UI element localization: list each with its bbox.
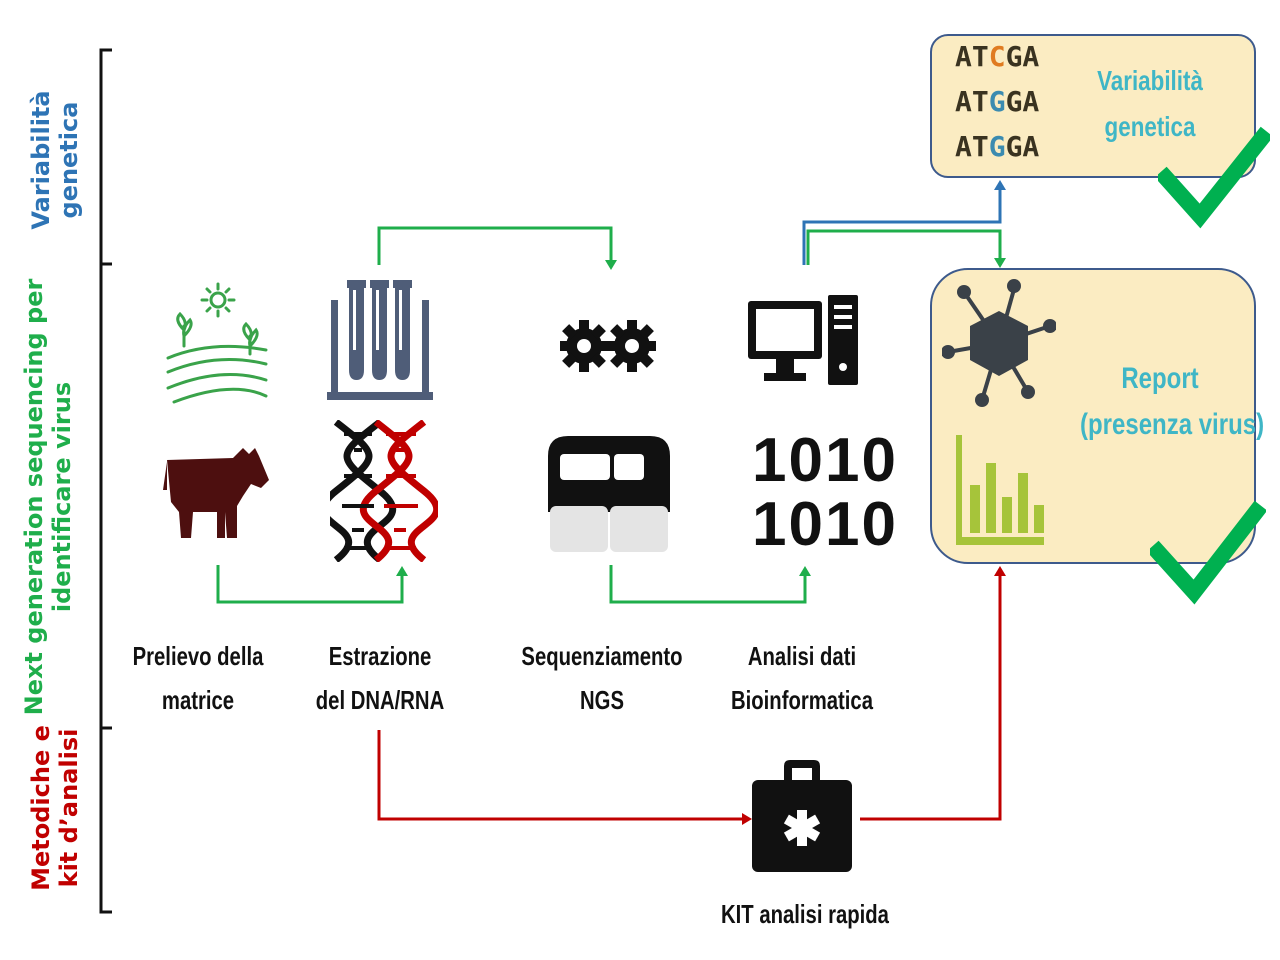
bar-chart-icon <box>956 435 1044 545</box>
arrow-analysis-to-report <box>806 229 1002 265</box>
arrow-extraction-to-sequencing <box>377 226 613 265</box>
arrowhead <box>396 566 408 576</box>
binary-line-1: 1010 <box>752 426 898 495</box>
arrow-analysis-to-variability <box>802 186 1002 265</box>
test-tubes-icon <box>327 280 433 400</box>
field-sun-icon <box>166 282 268 404</box>
first-aid-kit-icon <box>752 760 852 872</box>
gears-icon <box>560 320 656 372</box>
kit-label: KIT analisi rapida <box>721 899 889 929</box>
virus-icon <box>942 279 1056 407</box>
report-label: Report(presenza virus) <box>1080 362 1265 441</box>
checkmark-icon <box>1150 500 1266 605</box>
report-box <box>930 268 1256 564</box>
arrow-sampling-to-extraction <box>216 565 404 604</box>
dna-helix-icon <box>330 420 438 562</box>
arrow-extraction-to-kit <box>377 730 744 821</box>
sequencer-icon <box>548 436 670 552</box>
computer-icon <box>748 295 858 385</box>
arrowhead <box>994 566 1006 576</box>
left-bracket <box>99 48 112 914</box>
variability-box <box>930 34 1256 178</box>
arrowhead <box>799 566 811 576</box>
cow-icon <box>163 448 269 538</box>
arrow-kit-to-report <box>860 572 1002 821</box>
arrowhead <box>742 813 752 825</box>
arrow-sequencing-to-analysis <box>609 565 807 604</box>
binary-line-2: 1010 <box>752 490 898 559</box>
sequence-3: ATGGA <box>955 130 1040 163</box>
arrowhead <box>994 258 1006 268</box>
arrowhead <box>605 260 617 270</box>
sequence-2: ATGGA <box>955 85 1040 118</box>
checkmark-icon <box>1158 126 1270 229</box>
arrowhead <box>994 180 1006 190</box>
sequence-1: ATCGA <box>955 40 1040 73</box>
